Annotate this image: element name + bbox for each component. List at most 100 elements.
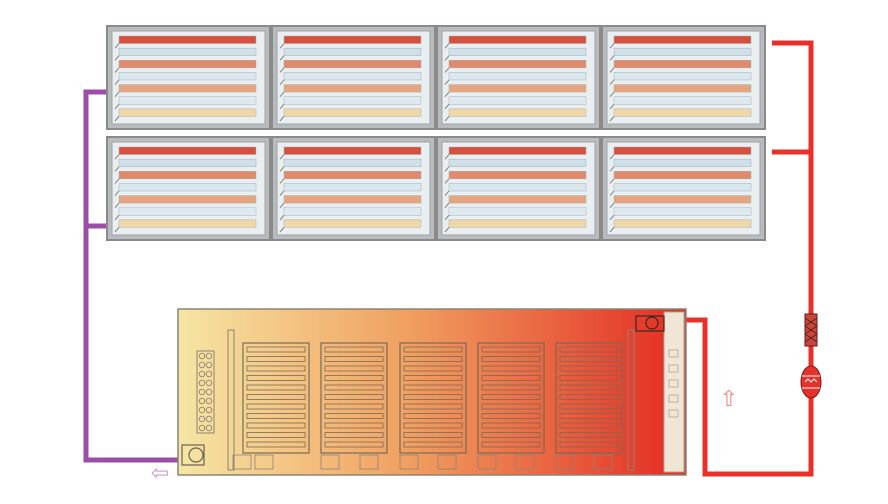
outlet-pump-icon bbox=[181, 444, 205, 466]
tube-manifold-hook bbox=[609, 55, 615, 61]
tube-manifold-hook bbox=[279, 79, 285, 85]
collector-tube bbox=[613, 96, 752, 105]
collector-tube bbox=[448, 207, 587, 216]
rack-shelf bbox=[403, 394, 463, 400]
tube-manifold-hook bbox=[609, 116, 615, 122]
coil-loop bbox=[205, 397, 213, 405]
coil-loop bbox=[205, 406, 213, 414]
tube-manifold-hook bbox=[114, 116, 120, 122]
tube-manifold-hook bbox=[609, 103, 615, 110]
rack-shelf bbox=[246, 356, 306, 362]
collector-tube bbox=[448, 219, 587, 228]
storage-rack bbox=[320, 342, 388, 454]
inlet-pump-icon bbox=[635, 315, 665, 332]
collector-tube bbox=[118, 183, 257, 192]
rack-shelf bbox=[403, 365, 463, 372]
tube-manifold-hook bbox=[114, 154, 120, 160]
collector-tube bbox=[613, 183, 752, 192]
tube-manifold-hook bbox=[279, 178, 285, 184]
rack-shelf bbox=[324, 422, 384, 429]
rack-shelf bbox=[246, 413, 306, 419]
rack-shelf bbox=[324, 403, 384, 410]
collector-panel bbox=[436, 136, 601, 241]
rack-shelf bbox=[403, 375, 463, 381]
collector-tube bbox=[118, 108, 257, 117]
storage-rack bbox=[477, 342, 545, 454]
collector-tube bbox=[283, 171, 422, 180]
collector-tube bbox=[613, 60, 752, 69]
tube-manifold-hook bbox=[444, 67, 450, 73]
collector-tube bbox=[118, 219, 257, 228]
tube-manifold-hook bbox=[444, 227, 450, 233]
rack-shelf bbox=[324, 346, 384, 353]
tube-manifold-hook bbox=[114, 214, 120, 221]
rack-shelf bbox=[481, 422, 541, 429]
coil-loop bbox=[205, 424, 213, 432]
rack-shelf bbox=[481, 375, 541, 381]
tube-manifold-hook bbox=[444, 103, 450, 110]
collector-tube bbox=[118, 158, 257, 167]
collector-tube bbox=[448, 84, 587, 93]
rack-shelf bbox=[324, 394, 384, 400]
rack-shelf bbox=[559, 432, 619, 438]
coil-loop bbox=[205, 352, 213, 360]
tube-manifold-hook bbox=[279, 154, 285, 160]
collector-tube bbox=[613, 195, 752, 204]
rack-shelf bbox=[559, 441, 619, 448]
rack-shelf bbox=[481, 346, 541, 353]
rack-shelf bbox=[559, 356, 619, 362]
storage-rack bbox=[399, 342, 467, 454]
storage-rack bbox=[555, 342, 623, 454]
tank-foot bbox=[232, 454, 252, 470]
coil-loop bbox=[198, 397, 206, 405]
tube-manifold-hook bbox=[609, 190, 615, 196]
storage-tank bbox=[177, 308, 687, 476]
tube-manifold-hook bbox=[609, 79, 615, 85]
tube-manifold-hook bbox=[444, 55, 450, 61]
coil-loop bbox=[198, 388, 206, 396]
collector-tube bbox=[118, 96, 257, 105]
rack-shelf bbox=[324, 432, 384, 438]
rack-shelf bbox=[559, 394, 619, 400]
tube-manifold-hook bbox=[114, 103, 120, 110]
collector-tube bbox=[118, 84, 257, 93]
collector-tube bbox=[118, 171, 257, 180]
tank-right-wall bbox=[627, 329, 635, 471]
collector-panel bbox=[106, 25, 271, 130]
tank-foot bbox=[555, 454, 575, 470]
end-slot bbox=[668, 364, 679, 373]
collector-panel bbox=[436, 25, 601, 130]
rack-shelf bbox=[481, 365, 541, 372]
collector-tube bbox=[613, 219, 752, 228]
collector-tube bbox=[613, 158, 752, 167]
collector-tube bbox=[448, 47, 587, 56]
rack-shelf bbox=[403, 413, 463, 419]
rack-shelf bbox=[324, 356, 384, 362]
collector-tube bbox=[118, 146, 257, 155]
tube-manifold-hook bbox=[114, 227, 120, 233]
rack-shelf bbox=[403, 346, 463, 353]
hot-supply-pipe bbox=[660, 40, 814, 477]
rack-shelf bbox=[246, 384, 306, 391]
rack-shelf bbox=[559, 422, 619, 429]
coil-loop bbox=[198, 415, 206, 423]
collector-tube bbox=[283, 60, 422, 69]
tank-end-panel bbox=[663, 311, 685, 473]
rack-shelf bbox=[324, 365, 384, 372]
tube-manifold-hook bbox=[444, 91, 450, 98]
tube-manifold-hook bbox=[114, 79, 120, 85]
collector-tube bbox=[448, 72, 587, 81]
collector-tube bbox=[613, 207, 752, 216]
rack-shelf bbox=[559, 375, 619, 381]
rack-shelf bbox=[246, 375, 306, 381]
rack-shelf bbox=[481, 384, 541, 391]
collector-tube bbox=[283, 96, 422, 105]
tube-manifold-hook bbox=[279, 43, 285, 49]
tube-manifold-hook bbox=[279, 166, 285, 172]
tube-manifold-hook bbox=[444, 116, 450, 122]
collector-tube bbox=[118, 47, 257, 56]
rack-shelf bbox=[403, 432, 463, 438]
collector-panel bbox=[106, 136, 271, 241]
collector-tube bbox=[118, 60, 257, 69]
tube-manifold-hook bbox=[609, 91, 615, 98]
